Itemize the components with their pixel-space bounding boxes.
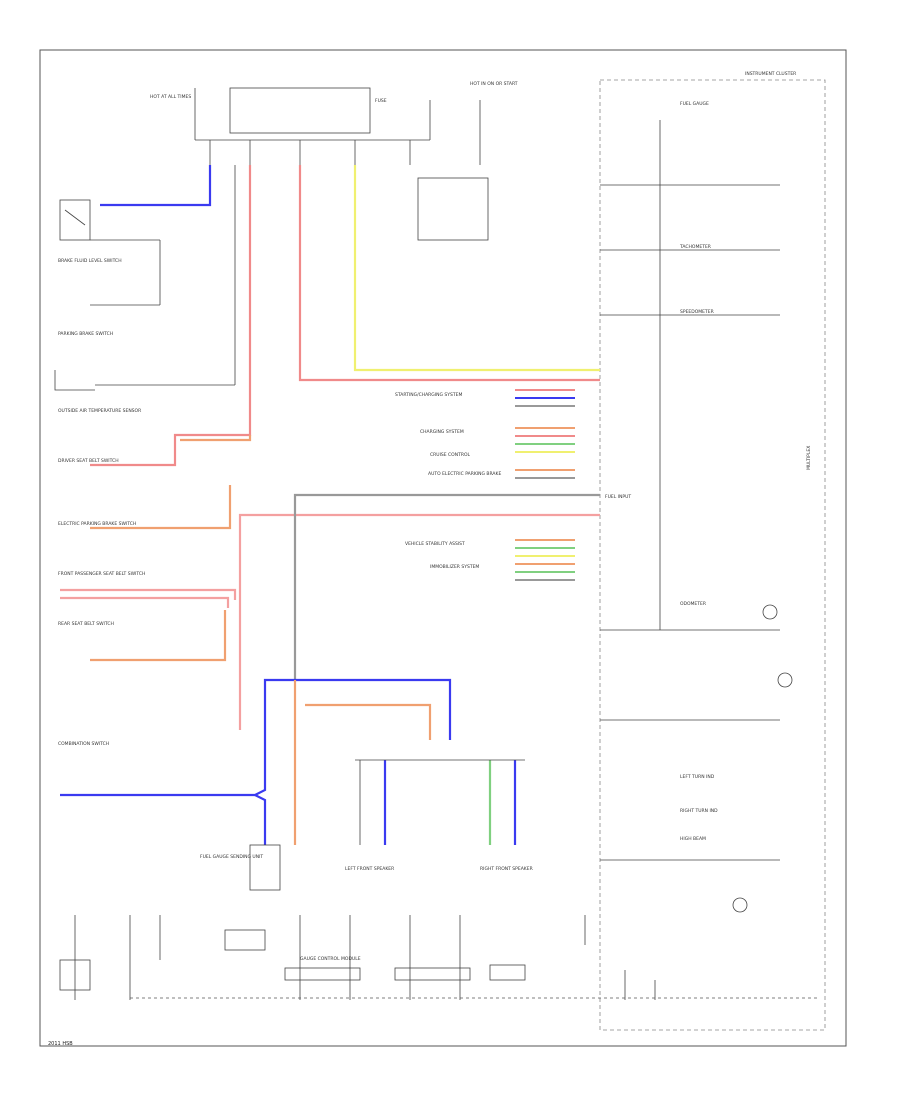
relay-component (224, 929, 266, 951)
wire-pink (238, 513, 600, 730)
wire-yellow (353, 165, 600, 372)
bottom-component-label: RIGHT FRONT SPEAKER (480, 866, 533, 872)
right-component-label: RIGHT TURN IND (680, 808, 718, 814)
right-component-label: TACHOMETER (679, 244, 711, 250)
wire-blue (100, 165, 212, 207)
left-component-label: PARKING BRAKE SWITCH (58, 331, 113, 337)
connector-block (284, 967, 361, 981)
wire-orange (90, 485, 232, 530)
middle-system-labels: STARTING/CHARGING SYSTEM CHARGING SYSTEM… (395, 392, 631, 570)
ground-component (59, 959, 91, 991)
right-component-label: FUEL GAUGE (680, 101, 709, 107)
wire-blue (254, 794, 267, 845)
fuse-label: FUSE (375, 98, 387, 104)
wire-orange (305, 703, 432, 740)
system-label: VEHICLE STABILITY ASSIST (405, 541, 465, 547)
left-component-label: COMBINATION SWITCH (58, 741, 109, 747)
bottom-component-label: GAUGE CONTROL MODULE (300, 956, 361, 962)
switch-box (59, 199, 91, 241)
wire-stubs (515, 389, 575, 581)
wire-blue (60, 678, 452, 797)
lamp-icon (762, 604, 778, 620)
left-component-label: FRONT PASSENGER SEAT BELT SWITCH (58, 571, 145, 577)
right-component-label: LEFT TURN IND (680, 774, 715, 780)
left-component-label: OUTSIDE AIR TEMPERATURE SENSOR (58, 408, 141, 414)
footer-label: 2011 HSB (48, 1041, 73, 1047)
system-label: AUTO ELECTRIC PARKING BRAKE (428, 471, 501, 477)
lamp-icon (732, 897, 748, 913)
top-fuse-block: HOT AT ALL TIMES FUSE HOT IN ON OR START (150, 81, 518, 241)
system-label: FUEL INPUT (605, 494, 631, 500)
multiplex-label: MULTIPLEX (806, 446, 812, 470)
connector-block (489, 964, 526, 981)
left-component-label: REAR SEAT BELT SWITCH (58, 621, 114, 627)
wire-orange (90, 610, 227, 662)
system-label: IMMOBILIZER SYSTEM (430, 564, 479, 570)
left-component-label: ELECTRIC PARKING BRAKE SWITCH (58, 521, 136, 527)
connector-block (394, 967, 471, 981)
hot-all-times-label: HOT AT ALL TIMES (150, 94, 191, 100)
right-component-label: ODOMETER (680, 601, 706, 607)
wire-pink (60, 588, 237, 600)
system-label: STARTING/CHARGING SYSTEM (395, 392, 462, 398)
wire-red (298, 165, 600, 382)
bottom-components: FUEL GAUGE SENDING UNIT LEFT FRONT SPEAK… (59, 844, 820, 1000)
system-label: CRUISE CONTROL (430, 452, 470, 458)
fuse-box-outline (417, 177, 489, 241)
sending-unit-box (249, 844, 281, 891)
right-component-label: HIGH BEAM (680, 836, 706, 842)
instrument-cluster-label: INSTRUMENT CLUSTER (745, 71, 796, 77)
left-component-label: BRAKE FLUID LEVEL SWITCH (58, 258, 122, 264)
system-label: CHARGING SYSTEM (420, 429, 464, 435)
lamp-icon (777, 672, 793, 688)
bottom-component-label: FUEL GAUGE SENDING UNIT (200, 854, 263, 860)
wire-orange (180, 435, 252, 442)
left-component-label: DRIVER SEAT BELT SWITCH (58, 458, 119, 464)
wire-gray (293, 493, 600, 680)
right-component-label: SPEEDOMETER (680, 309, 714, 315)
hot-in-on-label: HOT IN ON OR START (470, 81, 518, 87)
wire-red (90, 165, 252, 467)
outer-frame (39, 49, 847, 1047)
bottom-component-label: LEFT FRONT SPEAKER (345, 866, 394, 872)
left-components: BRAKE FLUID LEVEL SWITCH PARKING BRAKE S… (54, 165, 236, 747)
instrument-cluster-block: INSTRUMENT CLUSTER MULTIPLEX FUEL GAUGE … (599, 71, 826, 1031)
wires (60, 165, 600, 845)
wire-pink (60, 596, 230, 608)
